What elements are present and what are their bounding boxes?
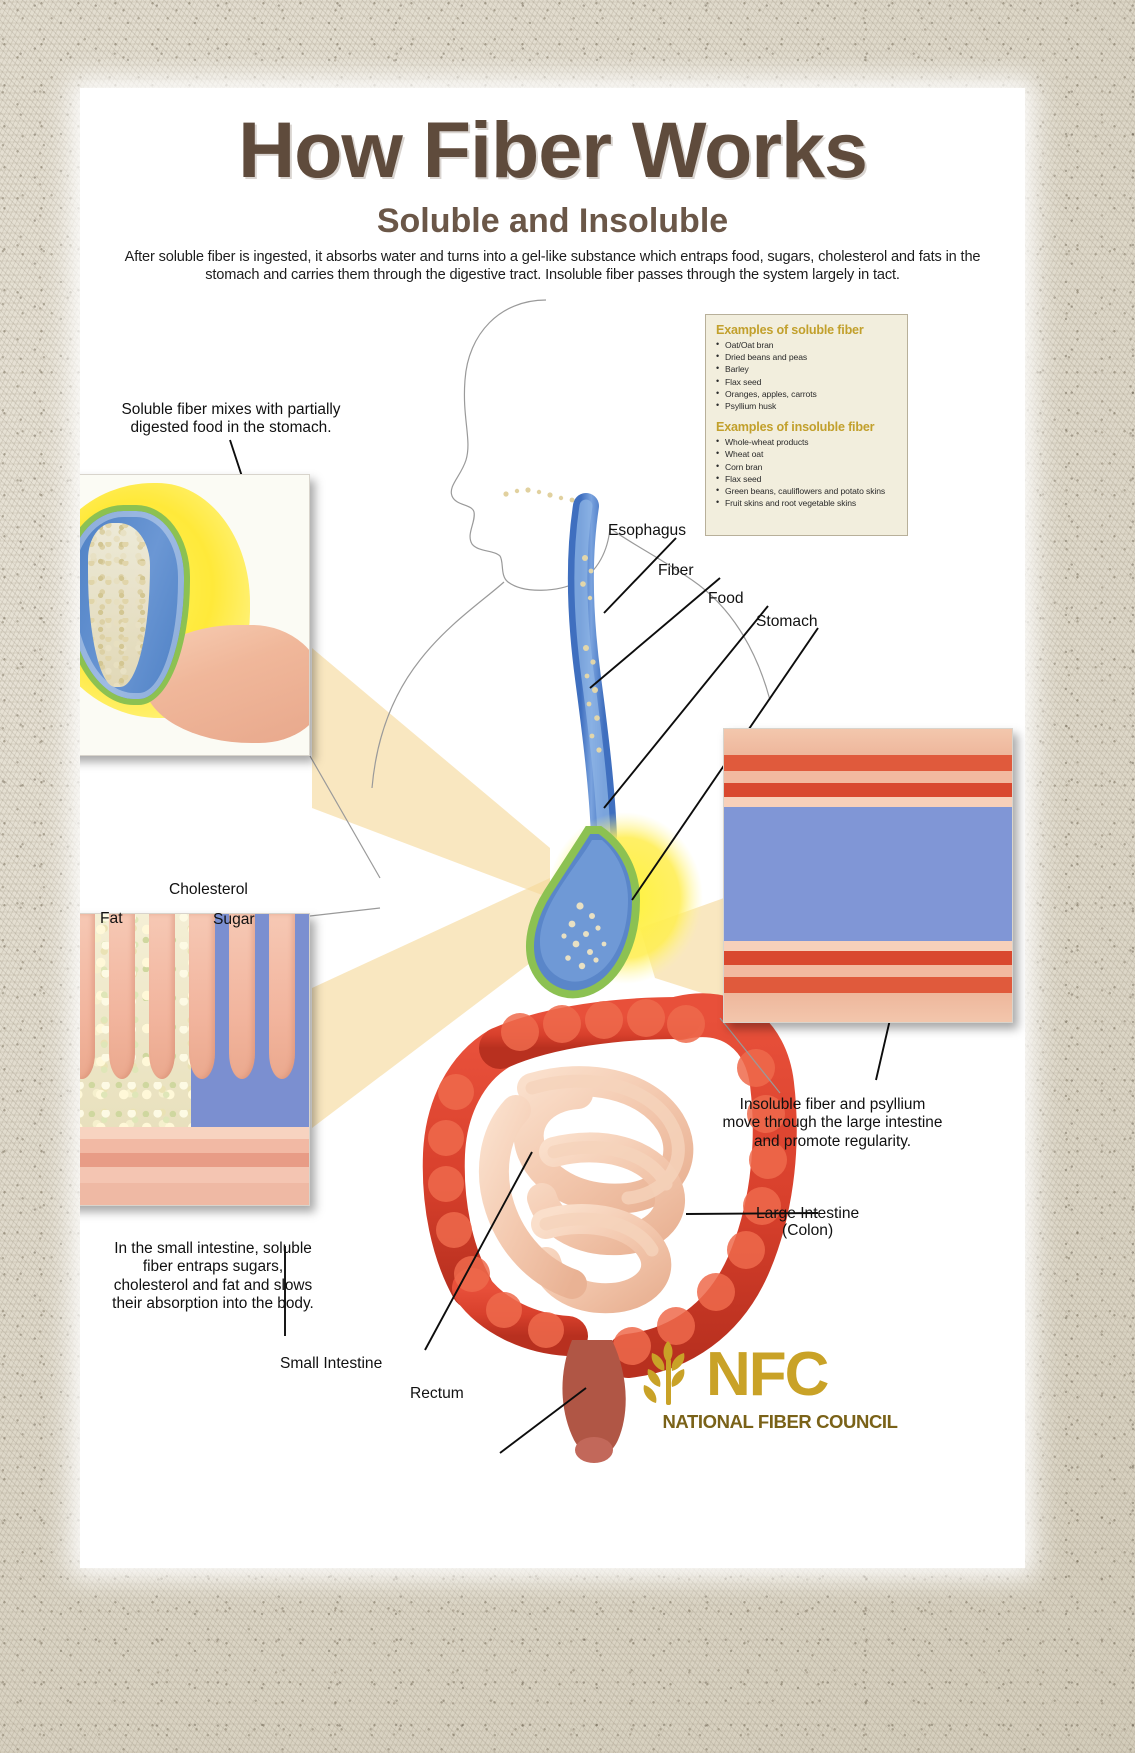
legend-insoluble-list: Whole-wheat products Wheat oat Corn bran… [716, 435, 898, 509]
panel-intestinal-villi [80, 913, 310, 1206]
list-item: Psyllium husk [716, 399, 898, 412]
label-esophagus: Esophagus [608, 522, 687, 539]
callout-stomach: Soluble fiber mixes with partially diges… [121, 401, 341, 437]
list-item: Barley [716, 362, 898, 375]
callout-small-intestine: In the small intestine, soluble fiber en… [112, 1240, 314, 1313]
legend-soluble-list: Oat/Oat bran Dried beans and peas Barley… [716, 338, 898, 412]
nfc-logo: NFC NATIONAL FIBER COUNCIL [620, 1333, 940, 1483]
list-item: Wheat oat [716, 447, 898, 460]
callout-large-intestine: Insoluble fiber and psyllium move throug… [722, 1096, 943, 1150]
list-item: Corn bran [716, 460, 898, 473]
label-sugar: Sugar [213, 911, 255, 928]
intro-paragraph: After soluble fiber is ingested, it abso… [124, 249, 981, 284]
colon-wall-band [724, 965, 1012, 977]
list-item: Whole-wheat products [716, 435, 898, 448]
page-subtitle: Soluble and Insoluble [376, 202, 729, 240]
colon-wall-band [724, 951, 1012, 965]
label-fiber: Fiber [658, 562, 694, 579]
nfc-full-name: NATIONAL FIBER COUNCIL [662, 1411, 898, 1432]
list-item: Flax seed [716, 375, 898, 388]
label-food: Food [708, 590, 744, 607]
poster-canvas: How Fiber Works Soluble and Insoluble Af… [80, 88, 1025, 1568]
colon-wall-band [724, 977, 1012, 993]
colon-wall-band [724, 797, 1012, 807]
colon-wall-band [724, 755, 1012, 771]
wheat-stalk-icon [643, 1341, 685, 1405]
label-large-intestine-line1: Large Intestine [756, 1205, 860, 1222]
list-item: Dried beans and peas [716, 350, 898, 363]
label-cholesterol: Cholesterol [169, 881, 248, 898]
colon-wall-band [724, 783, 1012, 797]
page-title: How Fiber Works [238, 105, 868, 194]
label-fat: Fat [100, 910, 123, 927]
label-stomach: Stomach [756, 613, 818, 630]
villus [109, 914, 135, 1079]
legend-soluble-heading: Examples of soluble fiber [716, 323, 864, 337]
label-large-intestine-line2: (Colon) [782, 1222, 834, 1240]
villus [80, 914, 95, 1079]
villus [149, 914, 175, 1079]
villus [269, 914, 295, 1079]
colon-wall-band [724, 993, 1012, 1022]
label-small-intestine: Small Intestine [280, 1355, 383, 1372]
examples-legend-box: Examples of soluble fiber Oat/Oat bran D… [705, 314, 908, 536]
list-item: Fruit skins and root vegetable skins [716, 496, 898, 509]
villus [189, 914, 215, 1079]
list-item: Green beans, cauliflowers and potato ski… [716, 484, 898, 497]
list-item: Flax seed [716, 472, 898, 485]
villus [229, 914, 255, 1079]
colon-wall-band [724, 729, 1012, 755]
label-large-intestine: Large Intestine (Colon) [756, 1205, 859, 1240]
panel-stomach-cross-section [80, 474, 310, 756]
mucosa-layers [80, 1127, 309, 1205]
nfc-acronym: NFC [706, 1340, 829, 1409]
colon-wall-band [724, 771, 1012, 783]
legend-insoluble-heading: Examples of insoluble fiber [716, 420, 875, 435]
list-item: Oat/Oat bran [716, 338, 898, 351]
colon-wall-band [724, 941, 1012, 951]
label-rectum: Rectum [410, 1385, 464, 1402]
panel-colon-wall [723, 728, 1013, 1023]
list-item: Oranges, apples, carrots [716, 387, 898, 400]
